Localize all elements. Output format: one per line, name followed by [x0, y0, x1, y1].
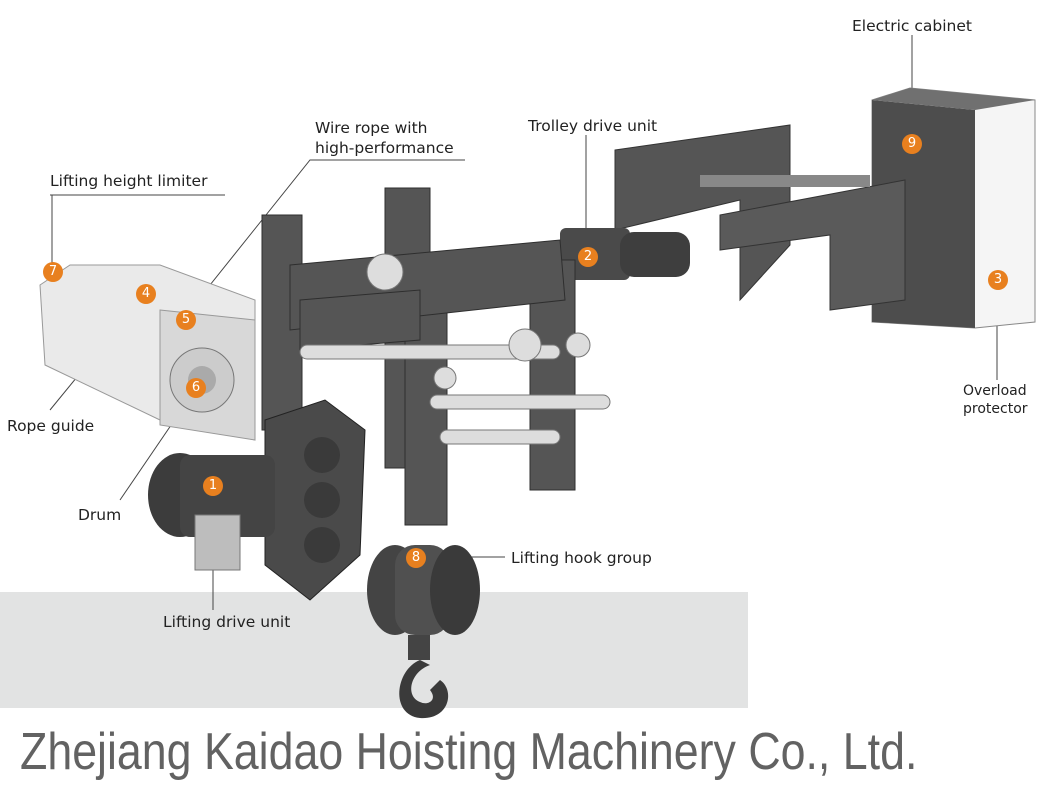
marker-3: 3	[988, 270, 1008, 290]
label-lifting-hook-group: Lifting hook group	[511, 549, 652, 567]
label-wire-rope-2: high-performance	[315, 139, 454, 157]
label-lifting-drive-unit: Lifting drive unit	[163, 613, 291, 631]
marker-2: 2	[578, 247, 598, 267]
label-overload-2: protector	[963, 401, 1028, 417]
watermark: Zhejiang Kaidao Hoisting Machinery Co., …	[20, 723, 918, 781]
label-electric-cabinet: Electric cabinet	[852, 17, 972, 35]
marker-4: 4	[136, 284, 156, 304]
marker-9: 9	[902, 134, 922, 154]
label-wire-rope-1: Wire rope with	[315, 119, 428, 137]
label-trolley-drive-unit: Trolley drive unit	[528, 117, 658, 135]
label-drum: Drum	[78, 506, 122, 524]
label-lifting-height-limiter: Lifting height limiter	[50, 172, 208, 190]
label-overload-1: Overload	[963, 383, 1027, 399]
label-rope-guide: Rope guide	[7, 417, 95, 435]
marker-8: 8	[406, 548, 426, 568]
marker-1: 1	[203, 476, 223, 496]
marker-7: 7	[43, 262, 63, 282]
marker-6: 6	[186, 378, 206, 398]
marker-5: 5	[176, 310, 196, 330]
